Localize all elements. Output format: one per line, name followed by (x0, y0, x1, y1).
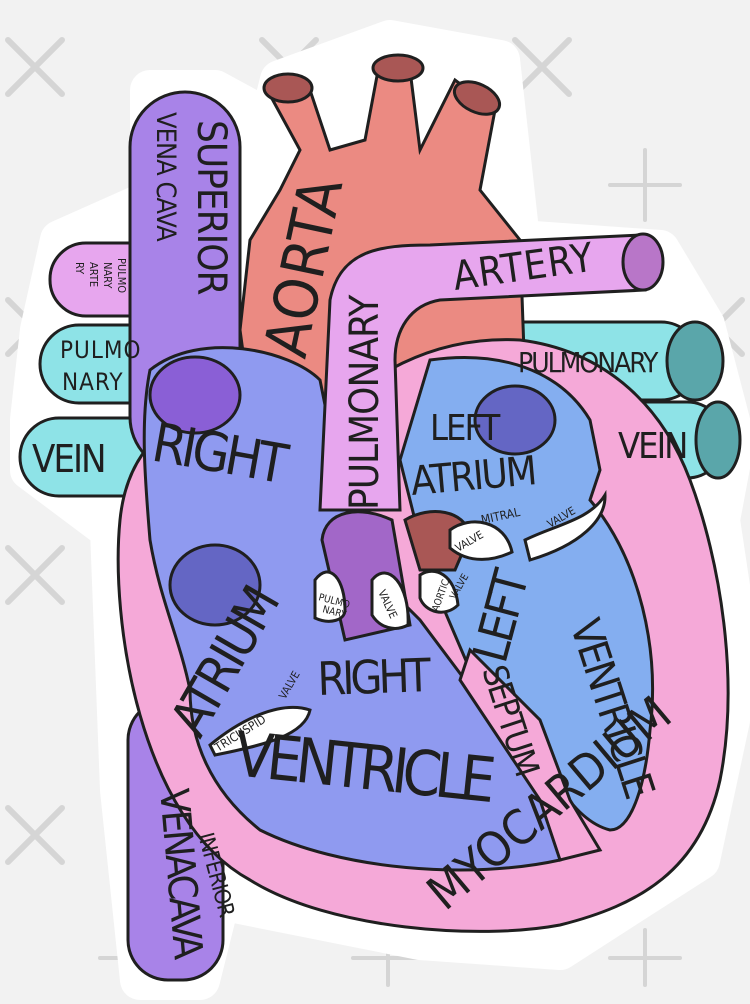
label-nary-small: NARY (101, 262, 114, 289)
label-pulmo-small: PULMO (115, 258, 128, 293)
mitral-valve-right (523, 489, 607, 562)
label-pulmonary-artery-1: PULMONARY (342, 294, 388, 510)
mitral-valve-left (448, 520, 514, 561)
label-nary-left: NARY (62, 368, 124, 396)
label-arte-small: ARTE (87, 262, 100, 287)
label-vena-cava-top: VENA CAVA (150, 112, 181, 242)
aortic-valve (418, 569, 460, 614)
label-pulmonary-right: PULMONARY (518, 346, 659, 379)
label-vein-left: VEIN (32, 437, 105, 481)
pulmonary-vein-opening (473, 384, 557, 456)
svc-opening (148, 355, 242, 435)
tricuspid-valve (208, 705, 312, 757)
label-vein-right: VEIN (618, 426, 686, 467)
pulmonary-artery (318, 232, 665, 512)
label-right-ventricle-1: RIGHT (316, 648, 432, 706)
septum (458, 647, 603, 862)
pulmonary-valve-right (370, 571, 410, 630)
label-ry-small: RY (73, 262, 86, 275)
label-pulmo-left: PULMO (60, 336, 141, 364)
label-superior: SUPERIOR (188, 120, 234, 295)
valves (208, 489, 607, 757)
pulmonary-valve-left (313, 570, 347, 623)
label-left-atrium-1: LEFT (430, 408, 500, 449)
ivc-opening (168, 543, 262, 627)
label-left-atrium-2: ATRIUM (409, 448, 537, 505)
